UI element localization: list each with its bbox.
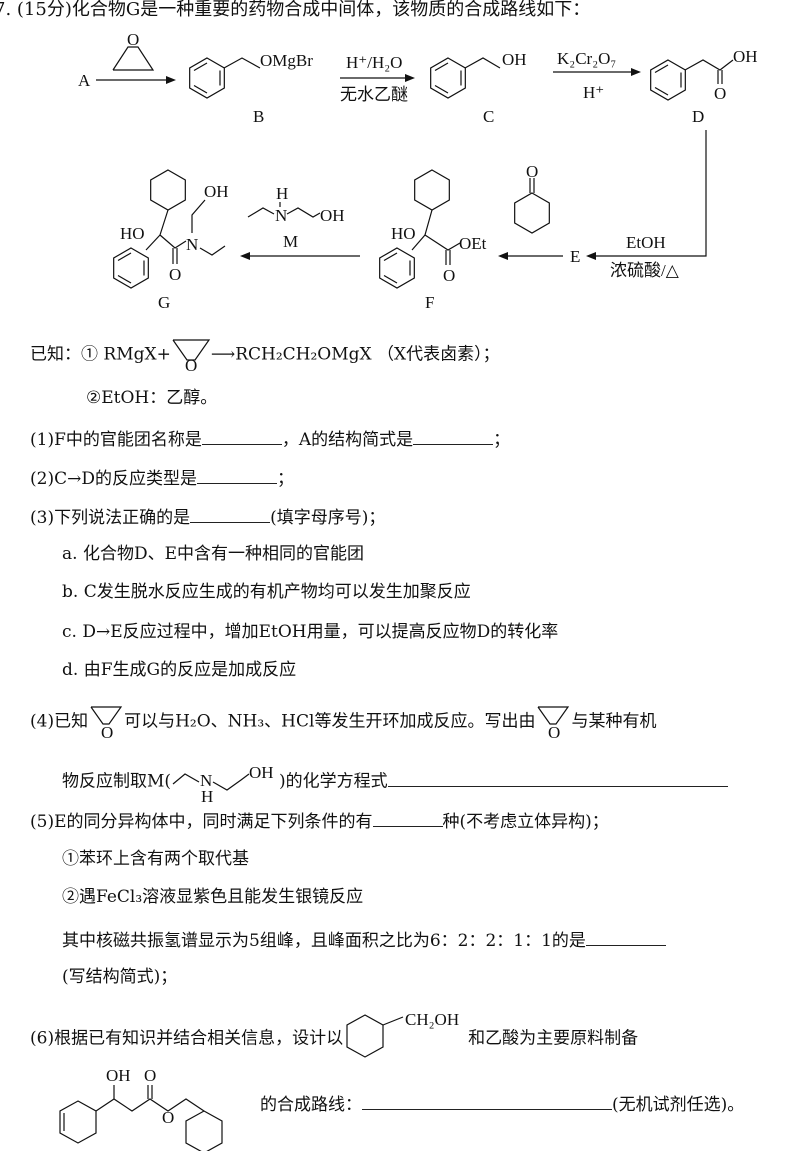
synthesis-scheme: O A OMgBr B H⁺/H₂O 无水乙醚 OH C K₂Cr₂O₇ H⁺ … [78, 30, 758, 312]
svg-text:EtOH: EtOH [626, 233, 666, 252]
svg-text:O: O [548, 723, 560, 740]
cyclohexane-ring-f [414, 169, 450, 211]
arrow-f-g [240, 252, 360, 260]
svg-text:D: D [692, 107, 704, 126]
option-a: a. 化合物D、E中含有一种相同的官能团 [62, 544, 364, 564]
m-structure [247, 207, 321, 218]
svg-text:O: O [169, 265, 181, 284]
arrow-d-e [586, 130, 707, 260]
known-1: 已知：① RMgX+O⟶RCH₂CH₂OMgX （X代表卤素）； [30, 338, 500, 372]
cyclohexane-ring-g [150, 169, 186, 211]
svg-text:OH: OH [733, 47, 758, 66]
svg-text:M: M [283, 232, 298, 251]
svg-text:O: O [714, 84, 726, 103]
svg-text:K₂Cr₂O₇: K₂Cr₂O₇ [557, 49, 616, 68]
svg-text:N: N [275, 206, 287, 225]
svg-text:OH: OH [502, 50, 527, 69]
svg-text:OEt: OEt [459, 234, 487, 253]
svg-text:OH: OH [204, 182, 229, 201]
svg-text:HO: HO [120, 224, 145, 243]
svg-text:H⁺/H₂O: H⁺/H₂O [346, 53, 402, 72]
option-d: d. 由F生成G的反应是加成反应 [62, 660, 297, 680]
svg-text:OH: OH [320, 206, 345, 225]
question-2: (2)C→D的反应类型是； [30, 465, 294, 491]
answer-blank-5b[interactable] [585, 927, 666, 946]
svg-text:F: F [425, 293, 434, 312]
arrow-e-f [498, 252, 563, 260]
option-c: c. D→E反应过程中，增加EtOH用量，可以提高反应物D的转化率 [62, 622, 559, 642]
svg-text:B: B [253, 107, 264, 126]
svg-text:E: E [570, 247, 580, 266]
benzene-ring-c [430, 57, 466, 99]
svg-text:OH: OH [249, 763, 274, 782]
answer-blank-6[interactable] [362, 1091, 612, 1110]
benzene-ring-g [113, 247, 149, 289]
cyclohexanone-ring [514, 192, 550, 234]
epoxide-icon: O [172, 339, 210, 372]
epoxide-icon: O [537, 706, 570, 740]
svg-text:无水乙醚: 无水乙醚 [340, 85, 408, 104]
svg-text:O: O [101, 723, 113, 740]
svg-text:O: O [144, 1066, 156, 1085]
svg-text:HO: HO [391, 224, 416, 243]
question-3: (3)下列说法正确的是(填字母序号)； [30, 504, 385, 530]
svg-text:H: H [276, 184, 288, 203]
benzyl-alcohol-structure: CH₂OH [346, 1011, 459, 1058]
benzene-ring-d [650, 59, 686, 101]
label-a: A [78, 71, 91, 90]
svg-text:O: O [526, 162, 538, 181]
svg-text:浓硫酸/△: 浓硫酸/△ [610, 261, 680, 280]
svg-text:N: N [200, 771, 212, 790]
m-structure-icon: NH OH [172, 763, 274, 802]
svg-text:H⁺: H⁺ [583, 83, 604, 102]
benzene-ring-f [379, 247, 415, 289]
svg-text:C: C [483, 107, 494, 126]
target-ester-structure: OH O O [59, 1066, 223, 1151]
svg-text:CH₂OH: CH₂OH [405, 1011, 459, 1029]
svg-text:O: O [162, 1108, 174, 1127]
svg-text:OMgBr: OMgBr [260, 51, 313, 70]
epoxide-icon: O [90, 706, 123, 740]
question-title: 7. (15分)化合物G是一种重要的药物合成中间体，该物质的合成路线如下： [0, 0, 591, 20]
option-b: b. C发生脱水反应生成的有机产物均可以发生加聚反应 [62, 582, 471, 602]
svg-text:H: H [201, 787, 213, 802]
question-5: (5)E的同分异构体中，同时满足下列条件的有种(不考虑立体异构)； [30, 808, 609, 834]
svg-text:G: G [158, 293, 170, 312]
svg-text:N: N [186, 235, 198, 254]
arrow-c-d [553, 68, 641, 76]
answer-blank-1b[interactable] [413, 426, 494, 445]
answer-blank-5a[interactable] [372, 808, 443, 827]
answer-blank-2[interactable] [196, 465, 277, 484]
svg-text:O: O [443, 266, 455, 285]
epoxide-structure [112, 46, 155, 71]
arrow-a-b [96, 76, 176, 84]
benzene-ring-b [189, 57, 225, 99]
svg-text:O: O [127, 30, 139, 49]
svg-text:OH: OH [106, 1066, 131, 1085]
question-1: (1)F中的官能团名称是，A的结构简式是； [30, 426, 510, 452]
arrow-b-c [340, 74, 415, 82]
answer-blank-1a[interactable] [201, 426, 282, 445]
svg-text:O: O [185, 356, 197, 372]
answer-blank-3[interactable] [190, 504, 271, 523]
answer-blank-4[interactable] [387, 768, 728, 787]
